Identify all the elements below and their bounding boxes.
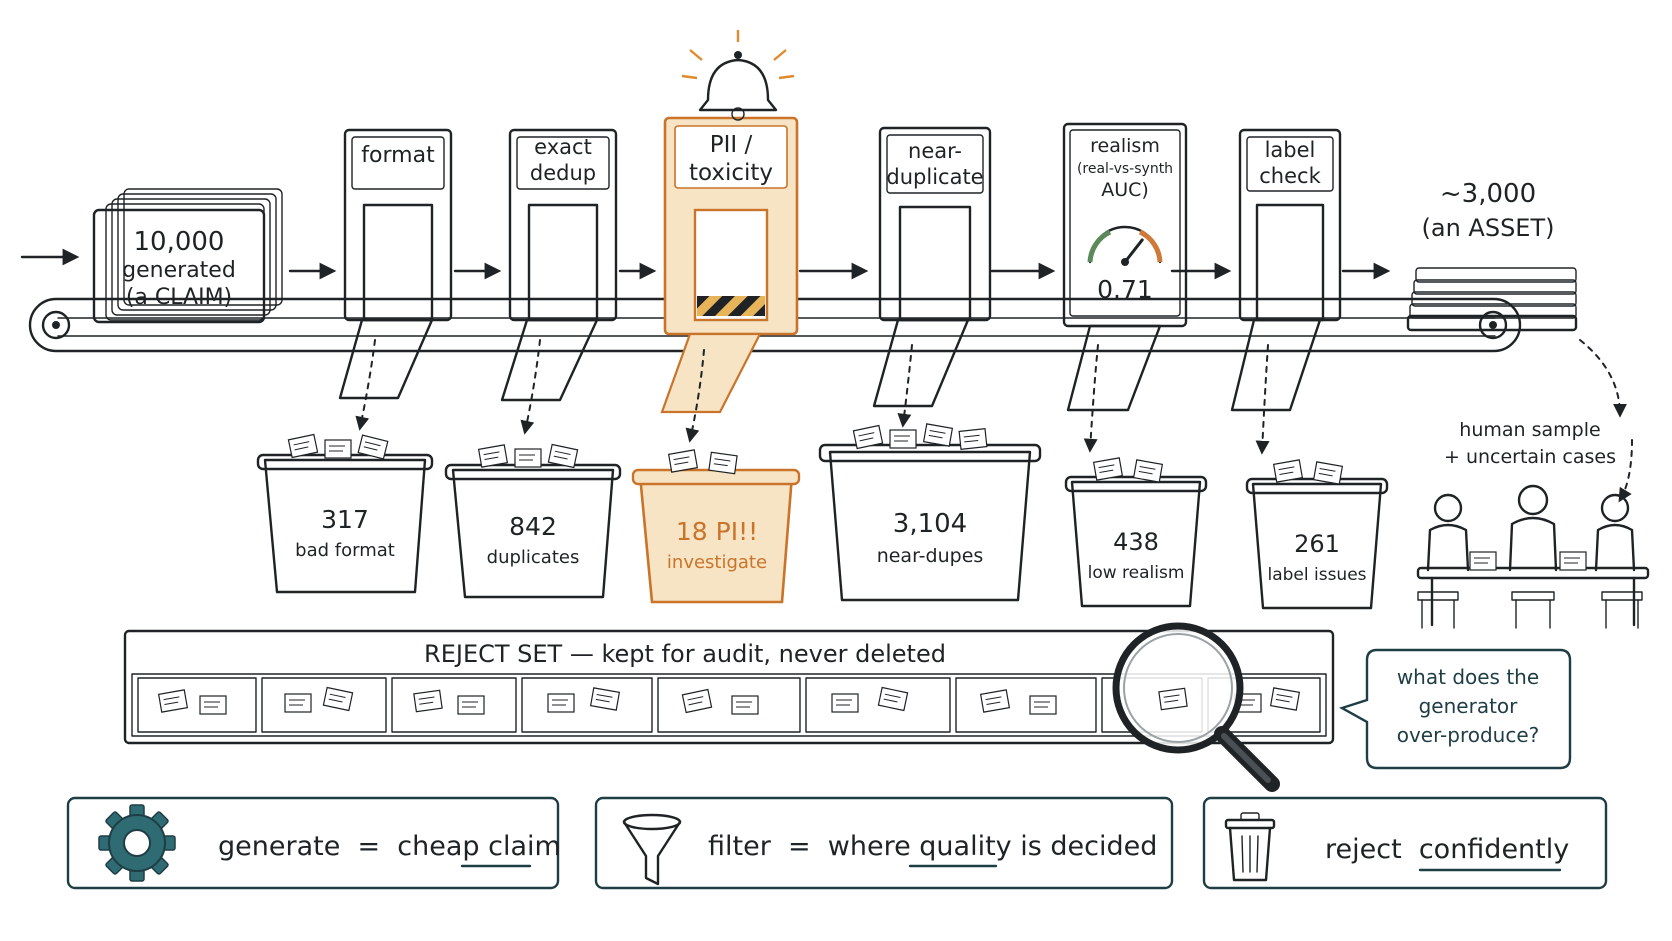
trash-can-icon (1224, 812, 1276, 882)
reviewer-person-icon (1508, 484, 1558, 629)
human-review-group: human sample + uncertain cases (1416, 419, 1650, 629)
human-review-line1: human sample (1459, 419, 1600, 441)
human-review-line2: + uncertain cases (1444, 446, 1616, 468)
bin-label: near-dupes (877, 545, 984, 567)
stage-pii-toxicity-gate: PII / toxicity (660, 116, 799, 443)
reject-set-shelf: REJECT SET — kept for audit, never delet… (123, 629, 1335, 745)
legend-emphasis: quality (919, 831, 1011, 862)
reject-bin-duplicates: 842 duplicates (444, 443, 622, 599)
svg-text:label: label (1265, 138, 1316, 162)
reject-bin-label-issues: 261 label issues (1245, 459, 1389, 610)
reviewer-person-icon (1594, 493, 1643, 629)
legend-emphasis: confidently (1419, 834, 1569, 865)
svg-text:PII /: PII / (710, 132, 753, 158)
input-label: generated (122, 258, 236, 283)
reviewer-person-icon (1417, 493, 1470, 629)
bin-count: 317 (321, 505, 369, 534)
auc-gauge-icon (1087, 225, 1163, 266)
svg-text:filter = where quality is de: filter = where quality is decided (708, 831, 1157, 862)
svg-text:exact: exact (534, 135, 592, 159)
reject-bin-realism: 438 low realism (1064, 457, 1208, 608)
reject-chute (1066, 324, 1162, 412)
bin-label: low realism (1088, 563, 1185, 583)
bin-label: label issues (1267, 565, 1366, 585)
gear-icon (98, 804, 176, 882)
bin-count: 261 (1294, 530, 1340, 558)
svg-text:dedup: dedup (530, 161, 596, 185)
svg-text:generate = cheap claim: generate = cheap claim (218, 831, 561, 862)
bin-label: duplicates (487, 547, 580, 568)
svg-text:check: check (1259, 164, 1321, 188)
reject-chute (660, 332, 762, 414)
question-line3: over-produce? (1397, 723, 1540, 747)
input-card-stack: 10,000 generated (a CLAIM) (92, 188, 283, 324)
bin-count: 438 (1113, 528, 1159, 556)
input-claim-note: (a CLAIM) (126, 285, 232, 310)
stage-near-duplicate-gate: near- duplicate (872, 126, 992, 428)
belt-roller-right (1478, 310, 1508, 340)
bin-count: 18 PI!! (676, 517, 758, 546)
legend-reject: reject confidently (1202, 796, 1608, 890)
output-asset-note: (an ASSET) (1422, 214, 1555, 242)
svg-text:near-: near- (908, 139, 962, 163)
funnel-icon (622, 813, 682, 886)
hazard-stripe (697, 296, 765, 316)
svg-text:realism: realism (1090, 135, 1160, 157)
reject-bin-near-dupes: 3,104 near-dupes (818, 423, 1042, 602)
svg-text:(real-vs-synth: (real-vs-synth (1077, 161, 1173, 177)
magnifying-glass-icon (1112, 622, 1280, 792)
legend-filter: filter = where quality is decided (594, 796, 1174, 890)
output-count: ~3,000 (1440, 179, 1536, 209)
reject-chute (1230, 318, 1322, 412)
svg-text:toxicity: toxicity (689, 160, 773, 186)
auc-value: 0.71 (1097, 275, 1153, 304)
svg-text:duplicate: duplicate (886, 165, 983, 189)
bin-count: 3,104 (893, 509, 967, 539)
stage-label-check-gate: label check (1230, 128, 1342, 455)
legend-emphasis: claim (488, 831, 561, 862)
reject-bin-format: 317 bad format (256, 433, 434, 594)
legend-generate: generate = cheap claim (66, 796, 561, 890)
stage-realism-gate: realism (real-vs-synth AUC) 0.71 (1062, 122, 1188, 453)
question-line1: what does the (1397, 665, 1539, 689)
question-line2: generator (1419, 694, 1519, 718)
alarm-bell-icon (681, 30, 795, 121)
svg-text:reject confidently: reject confidently (1325, 834, 1569, 865)
reject-set-title: REJECT SET — kept for audit, never delet… (424, 640, 946, 668)
belt-roller-left (41, 310, 71, 340)
question-callout: what does the generator over-produce? (1339, 648, 1572, 770)
reject-chute (338, 318, 434, 400)
reject-chute (872, 318, 970, 408)
reject-chute (500, 318, 599, 402)
bin-count: 842 (509, 512, 557, 541)
bin-label: investigate (667, 552, 767, 573)
output-stack: ~3,000 (an ASSET) (1406, 179, 1633, 503)
stage-format-gate: format (338, 128, 453, 431)
reject-bin-pii: 18 PI!! investigate (631, 449, 801, 604)
input-count: 10,000 (134, 227, 225, 257)
stage-label: format (361, 143, 435, 168)
svg-text:AUC): AUC) (1101, 179, 1149, 201)
bin-label: bad format (295, 540, 395, 561)
stage-exact-dedup-gate: exact dedup (500, 128, 618, 435)
